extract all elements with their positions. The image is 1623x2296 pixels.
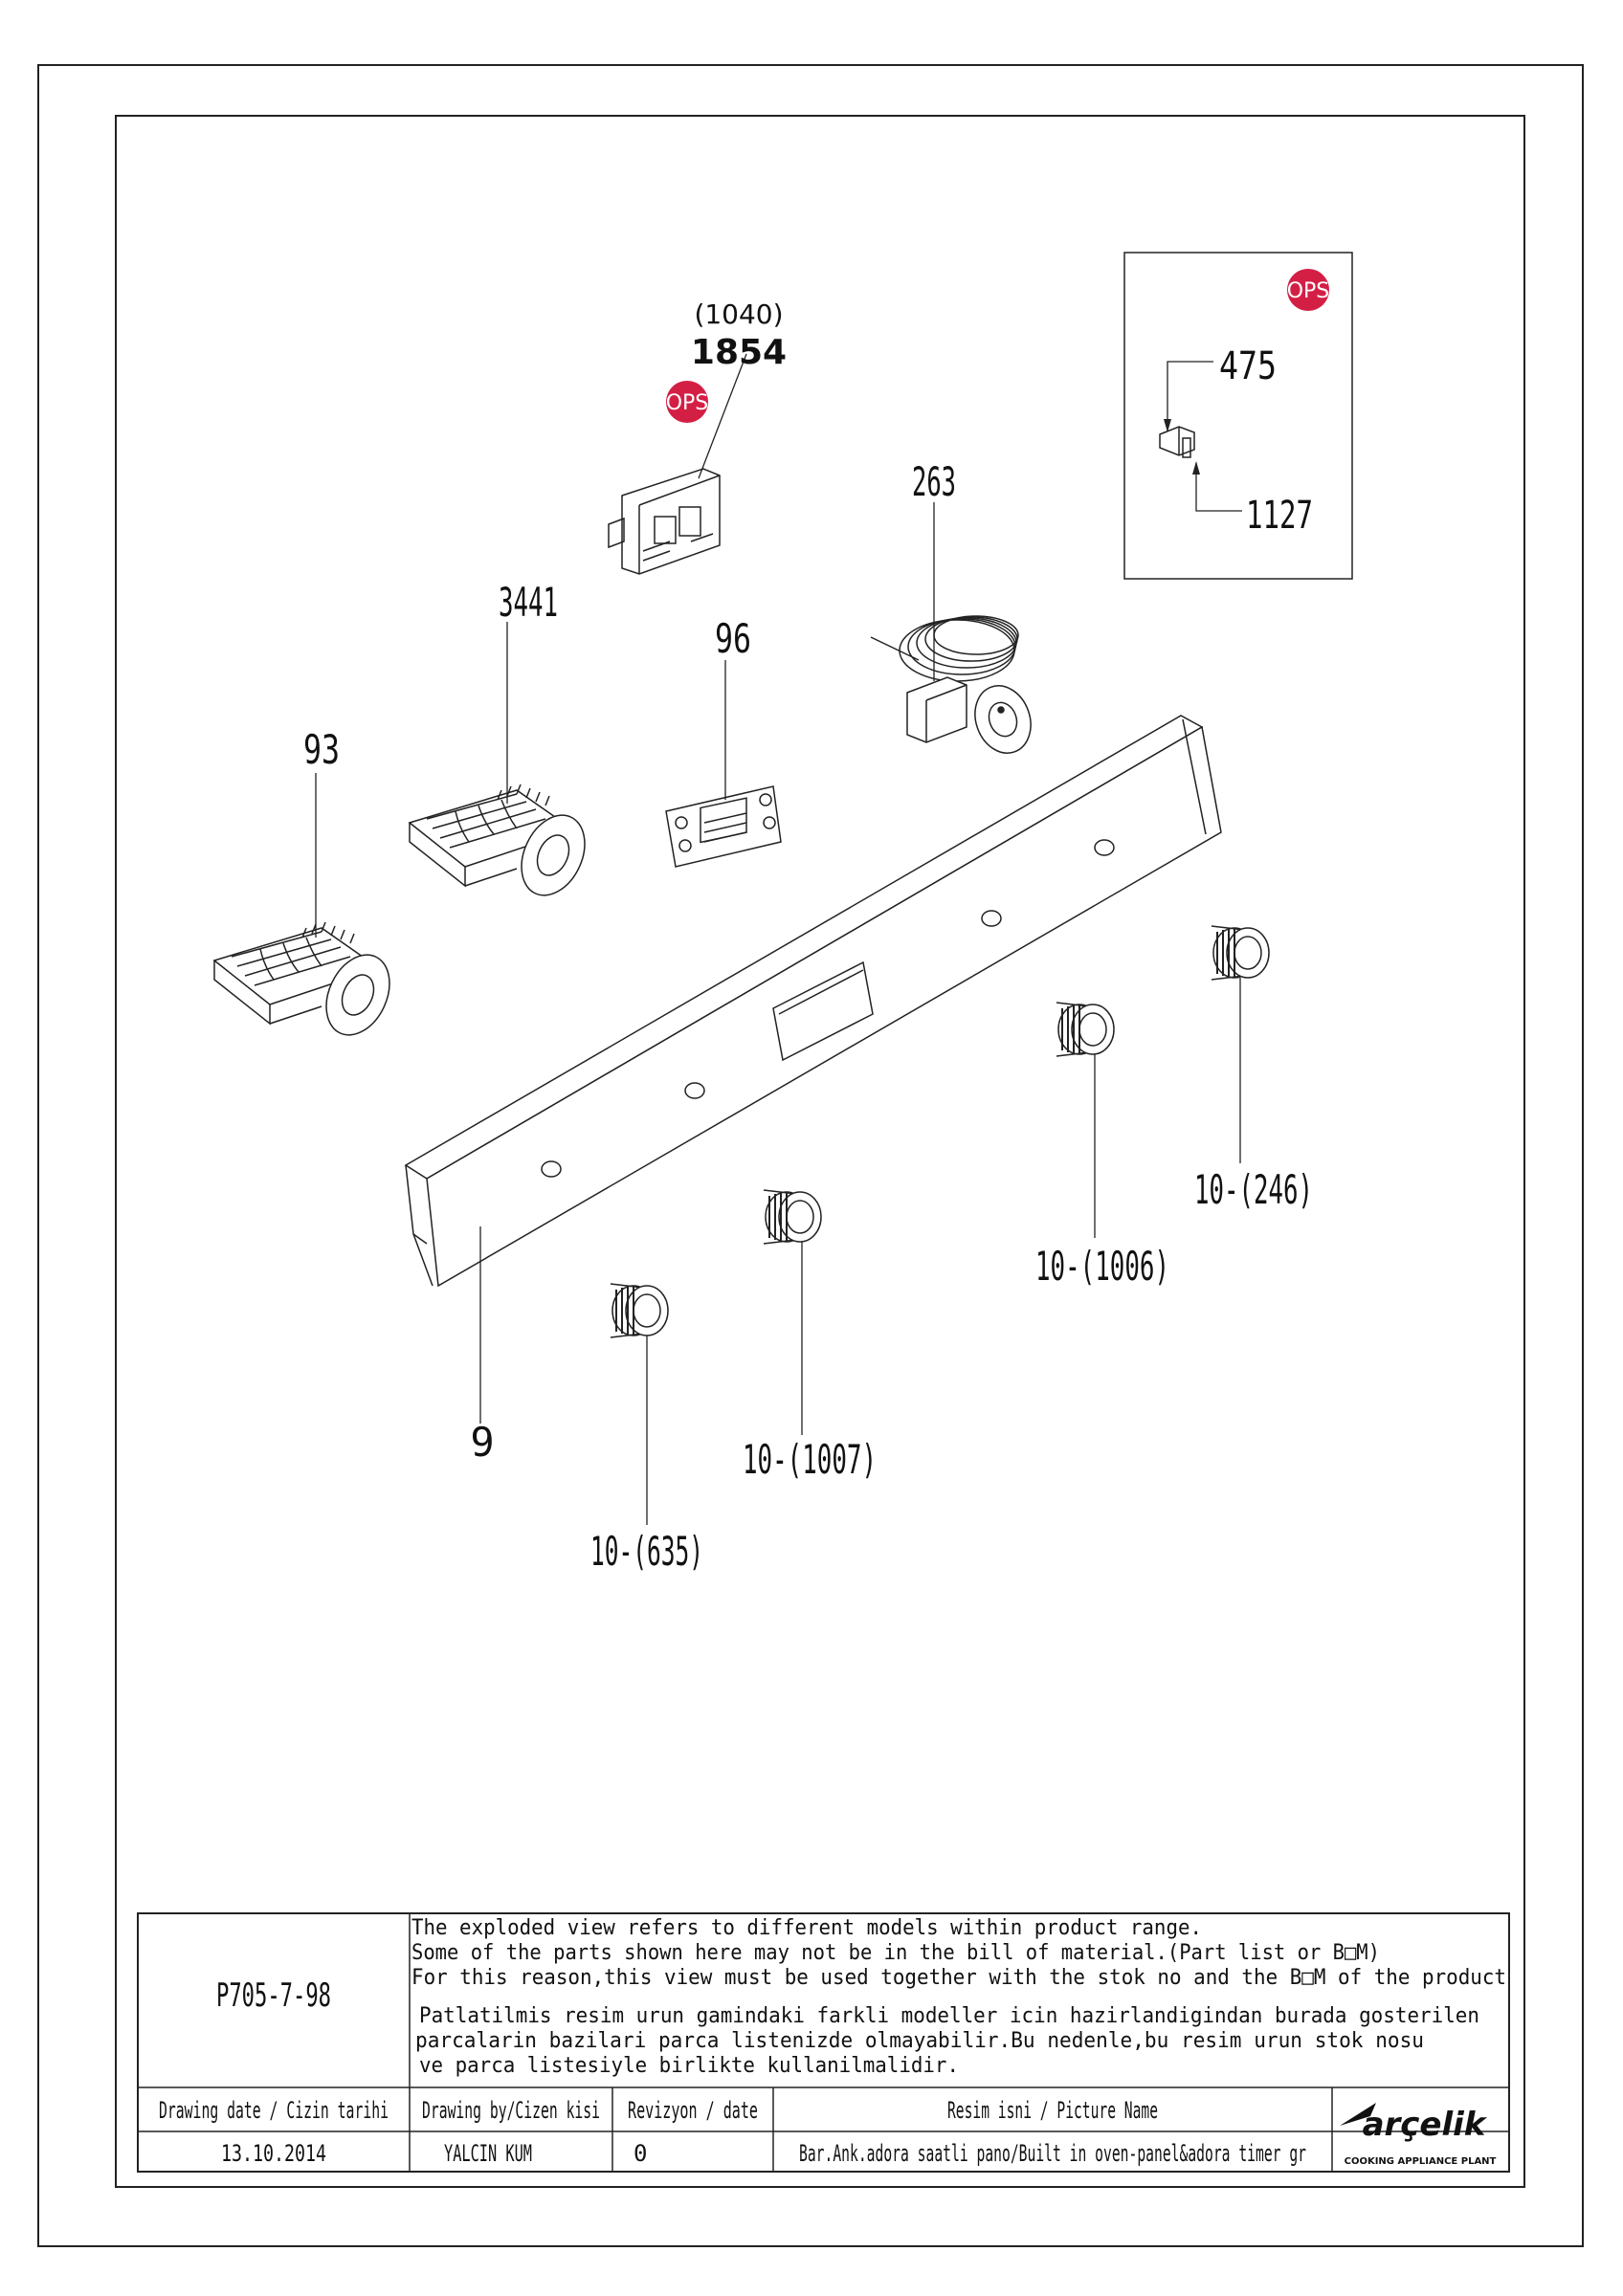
knob-246 <box>1198 925 1270 981</box>
knob-1006 <box>1056 1002 1115 1057</box>
ops-badge-inset <box>1287 269 1329 311</box>
callout-246: 10-(246) <box>1194 1166 1313 1213</box>
part-96-timer-board <box>665 785 782 868</box>
note-tr-2: parcalarin bazilari parca listenizde olm… <box>415 2029 1424 2053</box>
arcelik-logo: arçelik COOKING APPLIANCE PLANT <box>1340 2103 1497 2167</box>
callout-263: 263 <box>912 458 956 505</box>
callout-1127: 1127 <box>1246 494 1313 538</box>
ops-badge-main-text: OPS <box>666 391 709 415</box>
header-picture-name: Resim isni / Picture Name <box>947 2097 1158 2124</box>
callout-9: 9 <box>470 1419 494 1466</box>
ops-badge-inset-text: OPS <box>1287 279 1330 303</box>
drawing-code: P705-7-98 <box>216 1976 331 2015</box>
callout-1040: (1040) <box>694 298 783 330</box>
part-clip-475 <box>1159 426 1195 458</box>
callout-3441: 3441 <box>499 579 558 626</box>
arcelik-swoosh-icon <box>1340 2103 1376 2126</box>
note-tr-1: Patlatilmis resim urun gamindaki farkli … <box>419 2004 1479 2028</box>
knob-635 <box>610 1283 669 1338</box>
inner-border <box>115 115 1525 2188</box>
value-picture-name: Bar.Ank.adora saatli pano/Built in oven-… <box>799 2140 1306 2167</box>
callout-475: 475 <box>1219 344 1277 388</box>
value-drawing-date: 13.10.2014 <box>221 2140 326 2167</box>
leader-1854 <box>698 353 747 479</box>
part-93-switch <box>212 921 390 1036</box>
note-en-3: For this reason,this view must be used t… <box>411 1966 1506 1990</box>
callout-1006: 10-(1006) <box>1035 1243 1169 1290</box>
title-block: P705-7-98 The exploded view refers to di… <box>137 1912 1510 2173</box>
header-drawing-by: Drawing by/Cizen kisi <box>422 2097 600 2124</box>
header-revision: Revizyon / date <box>628 2097 758 2124</box>
knob-1007 <box>763 1189 822 1245</box>
callout-93: 93 <box>303 726 340 773</box>
callout-1854: 1854 <box>691 333 787 372</box>
outer-border <box>37 64 1584 2247</box>
value-revision: 0 <box>634 2140 647 2167</box>
note-en-2: Some of the parts shown here may not be … <box>411 1941 1380 1965</box>
callout-1007: 10-(1007) <box>743 1436 877 1483</box>
value-drawing-by: YALCIN KUM <box>444 2140 532 2167</box>
callout-96: 96 <box>715 615 751 662</box>
part-263-thermostat <box>870 615 1032 754</box>
header-drawing-date: Drawing date / Cizin tarihi <box>159 2097 389 2124</box>
part-9-control-panel <box>404 715 1222 1288</box>
part-3441-switch <box>408 784 586 896</box>
note-en-1: The exploded view refers to different mo… <box>411 1916 1202 1940</box>
part-1854-board <box>608 468 721 575</box>
brand-name: arçelik <box>1363 2106 1488 2144</box>
callout-635: 10-(635) <box>590 1528 703 1575</box>
inset-box: OPS 475 1127 <box>1123 252 1353 580</box>
note-tr-3: ve parca listesiyle birlikte kullanilmal… <box>419 2054 959 2078</box>
ops-badge-main <box>666 381 708 423</box>
brand-subtitle: COOKING APPLIANCE PLANT <box>1345 2156 1497 2167</box>
